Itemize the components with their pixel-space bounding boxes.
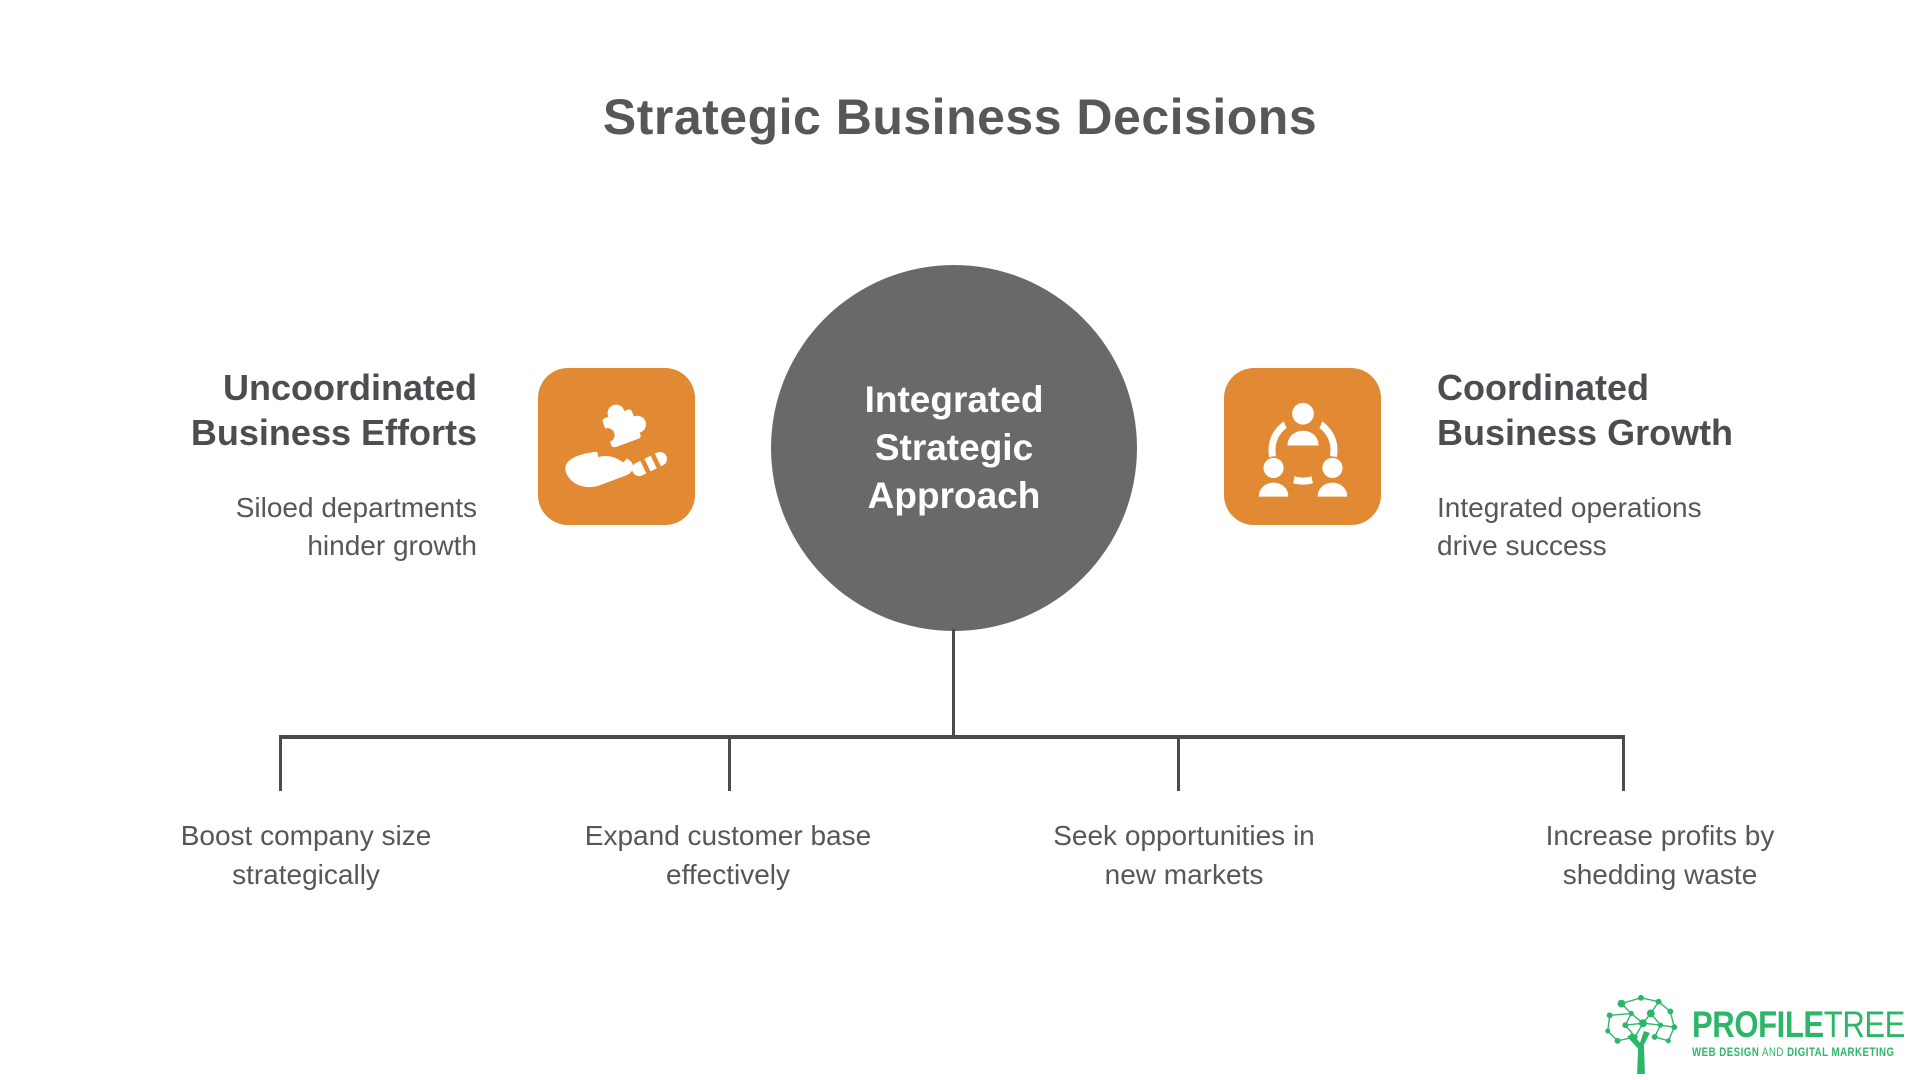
central-node: Integrated Strategic Approach — [771, 265, 1137, 631]
right-subtext-line2: drive success — [1437, 530, 1607, 562]
brand-text: PROFILETREE WEB DESIGN AND DIGITAL MARKE… — [1692, 1006, 1905, 1059]
brand-tagline: WEB DESIGN AND DIGITAL MARKETING — [1692, 1047, 1905, 1059]
right-subtext: Integrated operations drive success — [1437, 489, 1837, 565]
branch-3-line1: Seek opportunities in — [1053, 820, 1315, 851]
connector-tick-2 — [728, 735, 731, 791]
network-tree-icon — [1605, 994, 1678, 1075]
connector-tick-3 — [1177, 735, 1180, 791]
tagline-part-2: AND — [1759, 1046, 1788, 1059]
tagline-part-3: DIGITAL MARKETING — [1787, 1046, 1895, 1059]
branch-2-line2: effectively — [666, 859, 790, 891]
left-subtext-line2: hinder growth — [307, 530, 477, 562]
connector-tick-4 — [1622, 735, 1625, 791]
branch-2-line1: Expand customer base — [584, 820, 872, 851]
branch-1-line2: strategically — [232, 859, 380, 891]
branch-3-line2: new markets — [1104, 859, 1264, 891]
left-heading-line2: Business Efforts — [190, 411, 477, 453]
connector-tick-1 — [279, 735, 282, 791]
branch-4-line2: shedding waste — [1562, 859, 1758, 891]
brand-name-light: TREE — [1823, 1003, 1906, 1045]
right-text-block: Coordinated Business Growth Integrated o… — [1437, 366, 1837, 565]
tagline-part-1: WEB DESIGN — [1692, 1046, 1760, 1059]
right-heading: Coordinated Business Growth — [1437, 366, 1837, 455]
left-heading-line1: Uncoordinated — [222, 367, 477, 408]
right-heading-line2: Business Growth — [1437, 411, 1734, 453]
branch-4-line1: Increase profits by — [1545, 820, 1775, 851]
left-text-block: Uncoordinated Business Efforts Siloed de… — [77, 366, 477, 565]
right-heading-line1: Coordinated — [1437, 367, 1649, 408]
right-subtext-line1: Integrated operations — [1437, 492, 1702, 524]
branch-1-line1: Boost company size — [180, 820, 432, 851]
branch-label-2: Expand customer base effectively — [548, 816, 908, 894]
brand-name-bold: PROFILE — [1692, 1003, 1824, 1045]
branch-label-1: Boost company size strategically — [126, 816, 486, 894]
left-subtext-line1: Siloed departments — [235, 492, 477, 524]
brand-name: PROFILETREE — [1692, 1006, 1905, 1043]
brand-logo: PROFILETREE WEB DESIGN AND DIGITAL MARKE… — [1598, 988, 1920, 1076]
team-network-icon — [1224, 368, 1381, 525]
branch-label-4: Increase profits by shedding waste — [1480, 816, 1840, 894]
branch-label-3: Seek opportunities in new markets — [1004, 816, 1364, 894]
central-label-line2: Strategic — [874, 426, 1034, 468]
central-label-line1: Integrated — [864, 378, 1044, 420]
hand-holding-puzzle-icon — [538, 368, 695, 525]
page-title: Strategic Business Decisions — [602, 89, 1318, 145]
central-node-label: Integrated Strategic Approach — [865, 376, 1044, 520]
connector-horizontal-line — [281, 735, 1625, 739]
left-subtext: Siloed departments hinder growth — [77, 489, 477, 565]
connector-stem-line — [952, 629, 955, 737]
central-label-line3: Approach — [867, 475, 1041, 517]
left-heading: Uncoordinated Business Efforts — [77, 366, 477, 455]
